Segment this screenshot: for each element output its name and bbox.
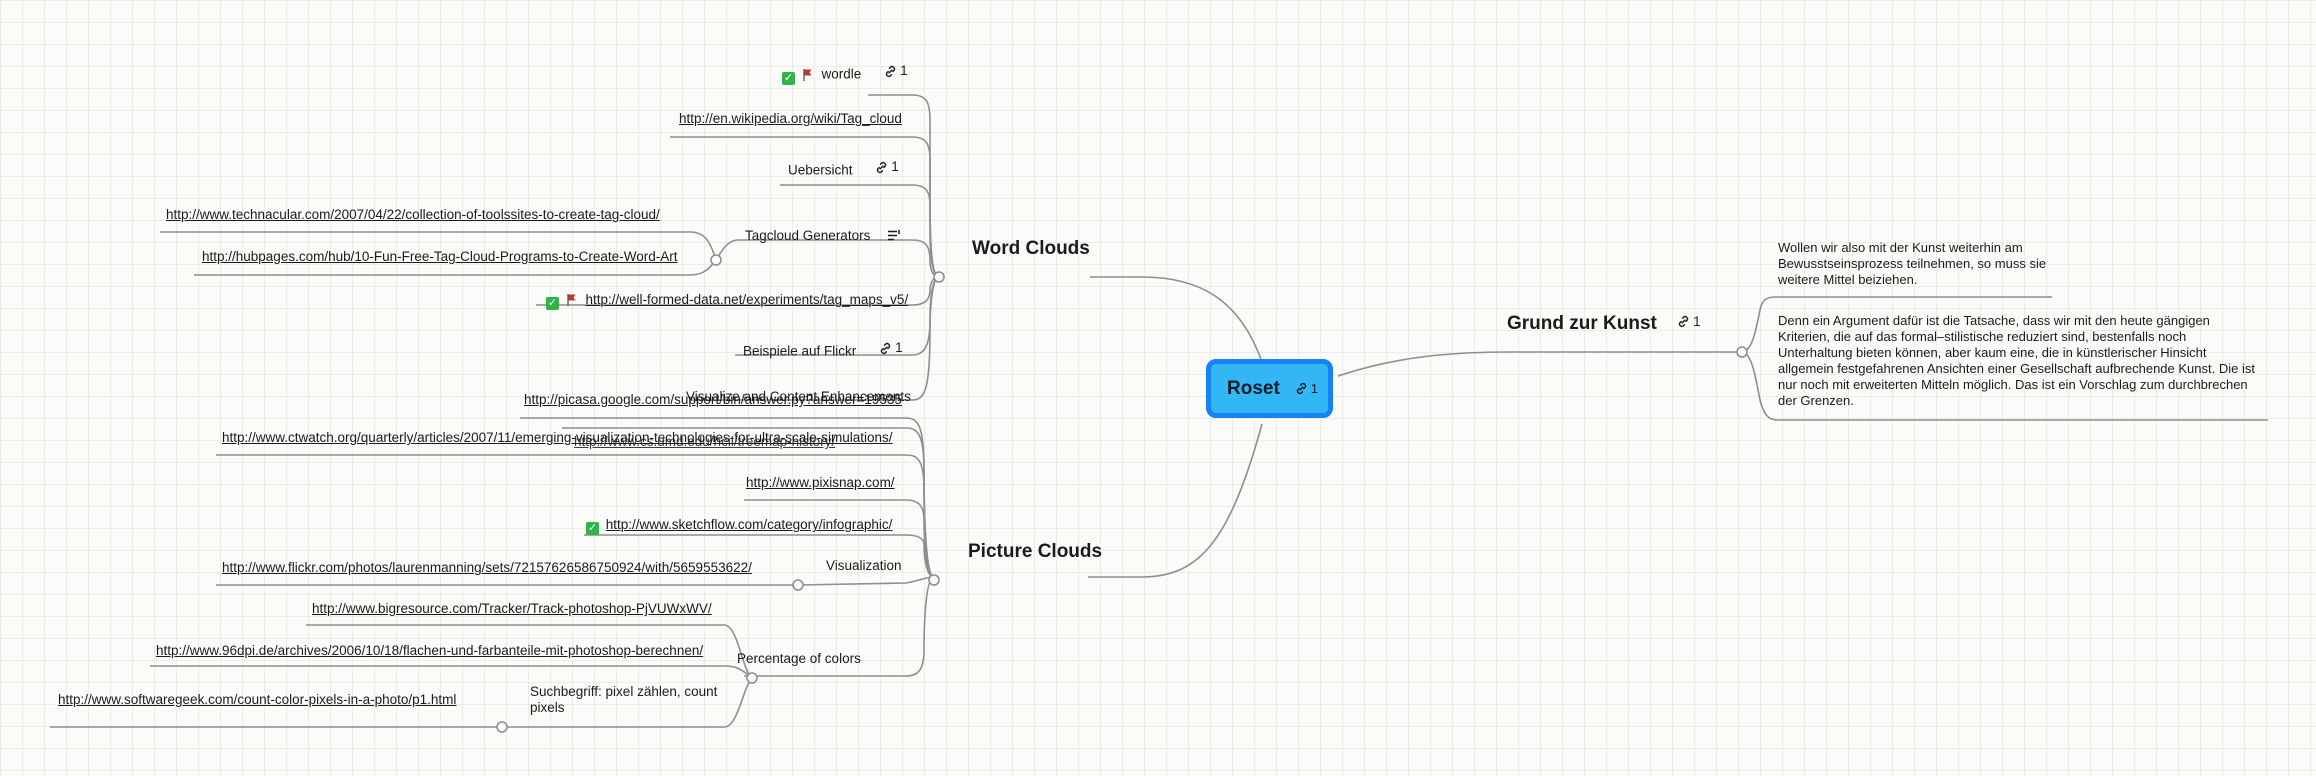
node-softwaregeek[interactable]: http://www.softwaregeek.com/count-color-… [58, 692, 457, 707]
node-suchbegriff[interactable]: Suchbegriff: pixel zählen, count pixels [530, 684, 718, 715]
root-node[interactable]: Roset 1 [1206, 359, 1333, 418]
flag-icon [803, 68, 812, 81]
node-visualize-content[interactable]: Visualize and Content Enhancements [686, 389, 911, 404]
grund-link-count[interactable]: 1 [1676, 314, 1701, 329]
node-visualization[interactable]: Visualization [826, 558, 902, 573]
node-percentage-of-colors[interactable]: Percentage of colors [737, 651, 861, 666]
node-technacular[interactable]: http://www.technacular.com/2007/04/22/co… [166, 207, 660, 222]
wordle-link-count[interactable]: 1 [883, 63, 908, 79]
root-label: Roset [1227, 377, 1280, 399]
check-icon: ✓ [586, 522, 599, 535]
branch-word-clouds[interactable]: Word Clouds [972, 238, 1090, 259]
branch-grund-zur-kunst[interactable]: Grund zur Kunst 1 [1507, 313, 1701, 334]
uebersicht-link-count[interactable]: 1 [874, 159, 899, 175]
flag-icon [567, 294, 576, 306]
link-icon [885, 65, 896, 77]
node-bigresource[interactable]: http://www.bigresource.com/Tracker/Track… [312, 601, 712, 616]
node-hubpages[interactable]: http://hubpages.com/hub/10-Fun-Free-Tag-… [202, 249, 678, 264]
link-icon [877, 161, 887, 173]
notes-icon[interactable] [888, 230, 901, 241]
root-link-count[interactable]: 1 [1294, 381, 1318, 396]
note-grund-1: Wollen wir also mit der Kunst weiterhin … [1778, 240, 2047, 287]
node-well-formed-data[interactable]: ✓ http://well-formed-data.net/experiment… [546, 292, 909, 310]
node-wordle[interactable]: ✓ wordle 1 [782, 63, 908, 85]
node-tagcloud-generators[interactable]: Tagcloud Generators [745, 228, 901, 244]
node-pixisnap[interactable]: http://www.pixisnap.com/ [746, 475, 895, 490]
link-icon [1296, 382, 1306, 395]
check-icon: ✓ [546, 297, 559, 310]
node-ctwatch[interactable]: http://www.ctwatch.org/quarterly/article… [222, 430, 893, 445]
node-wikipedia-tag-cloud[interactable]: http://en.wikipedia.org/wiki/Tag_cloud [679, 111, 902, 126]
node-sketchflow[interactable]: ✓ http://www.sketchflow.com/category/inf… [586, 517, 893, 535]
node-picasa[interactable]: http://picasa.google.com/support/bin/ans… [524, 392, 902, 407]
flickr-link-count[interactable]: 1 [878, 340, 903, 356]
branch-picture-clouds[interactable]: Picture Clouds [968, 541, 1103, 562]
link-icon [880, 342, 891, 354]
node-uebersicht[interactable]: Uebersicht 1 [788, 159, 899, 178]
check-icon: ✓ [782, 71, 795, 85]
node-overlap-url[interactable]: http://www.cs.umd.edu/hcil/treemap-histo… [574, 434, 836, 449]
node-flickr-laurenmanning[interactable]: http://www.flickr.com/photos/laurenmanni… [222, 560, 752, 575]
note-grund-2: Denn ein Argument dafür ist die Tatsache… [1778, 313, 2255, 408]
link-icon [1679, 315, 1689, 328]
node-beispiele-flickr[interactable]: Beispiele auf Flickr 1 [743, 340, 903, 359]
node-96dpi[interactable]: http://www.96dpi.de/archives/2006/10/18/… [156, 643, 704, 658]
